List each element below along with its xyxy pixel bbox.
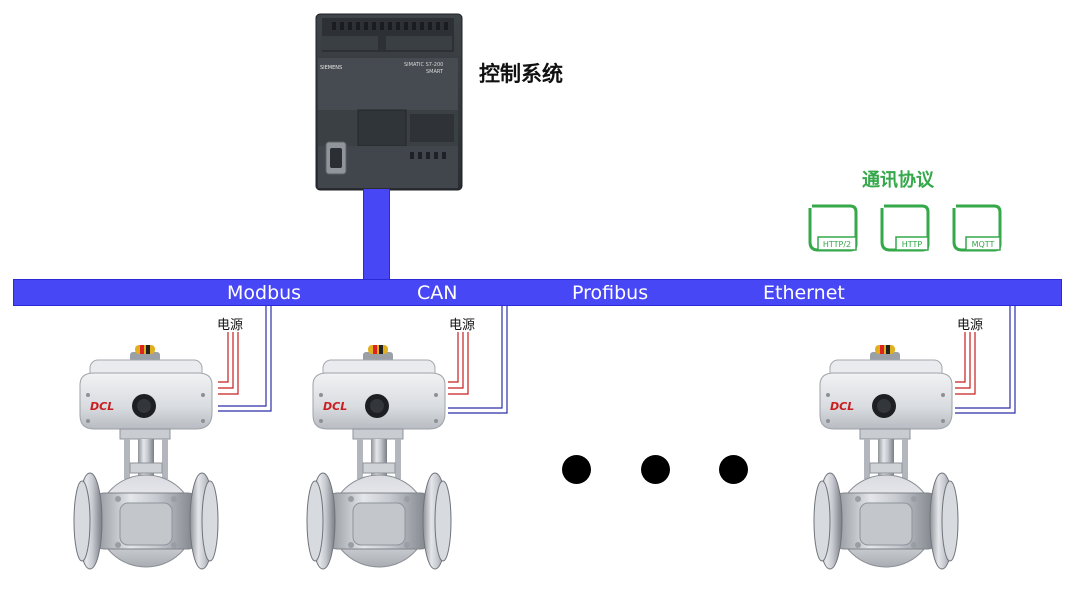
wiring <box>218 306 1016 414</box>
protocol-mqtt-icon: MQTT <box>952 204 1002 252</box>
protocol-http-label: HTTP <box>902 240 923 249</box>
power-label-valve-2: 电源 <box>449 318 476 333</box>
plc-brand-text: SIEMENS <box>320 65 342 71</box>
electric-ball-valve-2 <box>306 344 452 570</box>
electric-ball-valve-1 <box>73 344 219 570</box>
protocol-icons: HTTP/2 HTTP MQTT <box>808 204 1002 252</box>
electric-ball-valve-3 <box>813 344 959 570</box>
ellipsis-dot-1 <box>562 455 591 484</box>
protocol-http2-label: HTTP/2 <box>823 240 851 249</box>
ellipsis-dot-2 <box>641 455 670 484</box>
controller-bus-link <box>363 189 390 281</box>
plc-model-suffix-text: SMART <box>426 69 444 75</box>
ellipsis-dot-3 <box>719 455 748 484</box>
bus-label-can: CAN <box>417 282 458 304</box>
plc-model-text: SIMATIC S7-200 <box>404 62 443 68</box>
bus-label-modbus: Modbus <box>227 282 302 304</box>
power-label-valve-1: 电源 <box>217 318 244 333</box>
protocol-http-icon: HTTP <box>880 204 930 252</box>
protocols-title: 通讯协议 <box>862 170 934 191</box>
bus-label-profibus: Profibus <box>572 282 649 304</box>
control-system-title: 控制系统 <box>479 62 563 86</box>
power-label-valve-3: 电源 <box>957 318 984 333</box>
fieldbus-line <box>13 279 1062 306</box>
protocol-mqtt-label: MQTT <box>972 240 995 249</box>
bus-label-ethernet: Ethernet <box>763 282 845 304</box>
protocol-http2-icon: HTTP/2 <box>808 204 858 252</box>
plc-controller: SIEMENS SIMATIC S7-200 SMART <box>315 13 463 191</box>
